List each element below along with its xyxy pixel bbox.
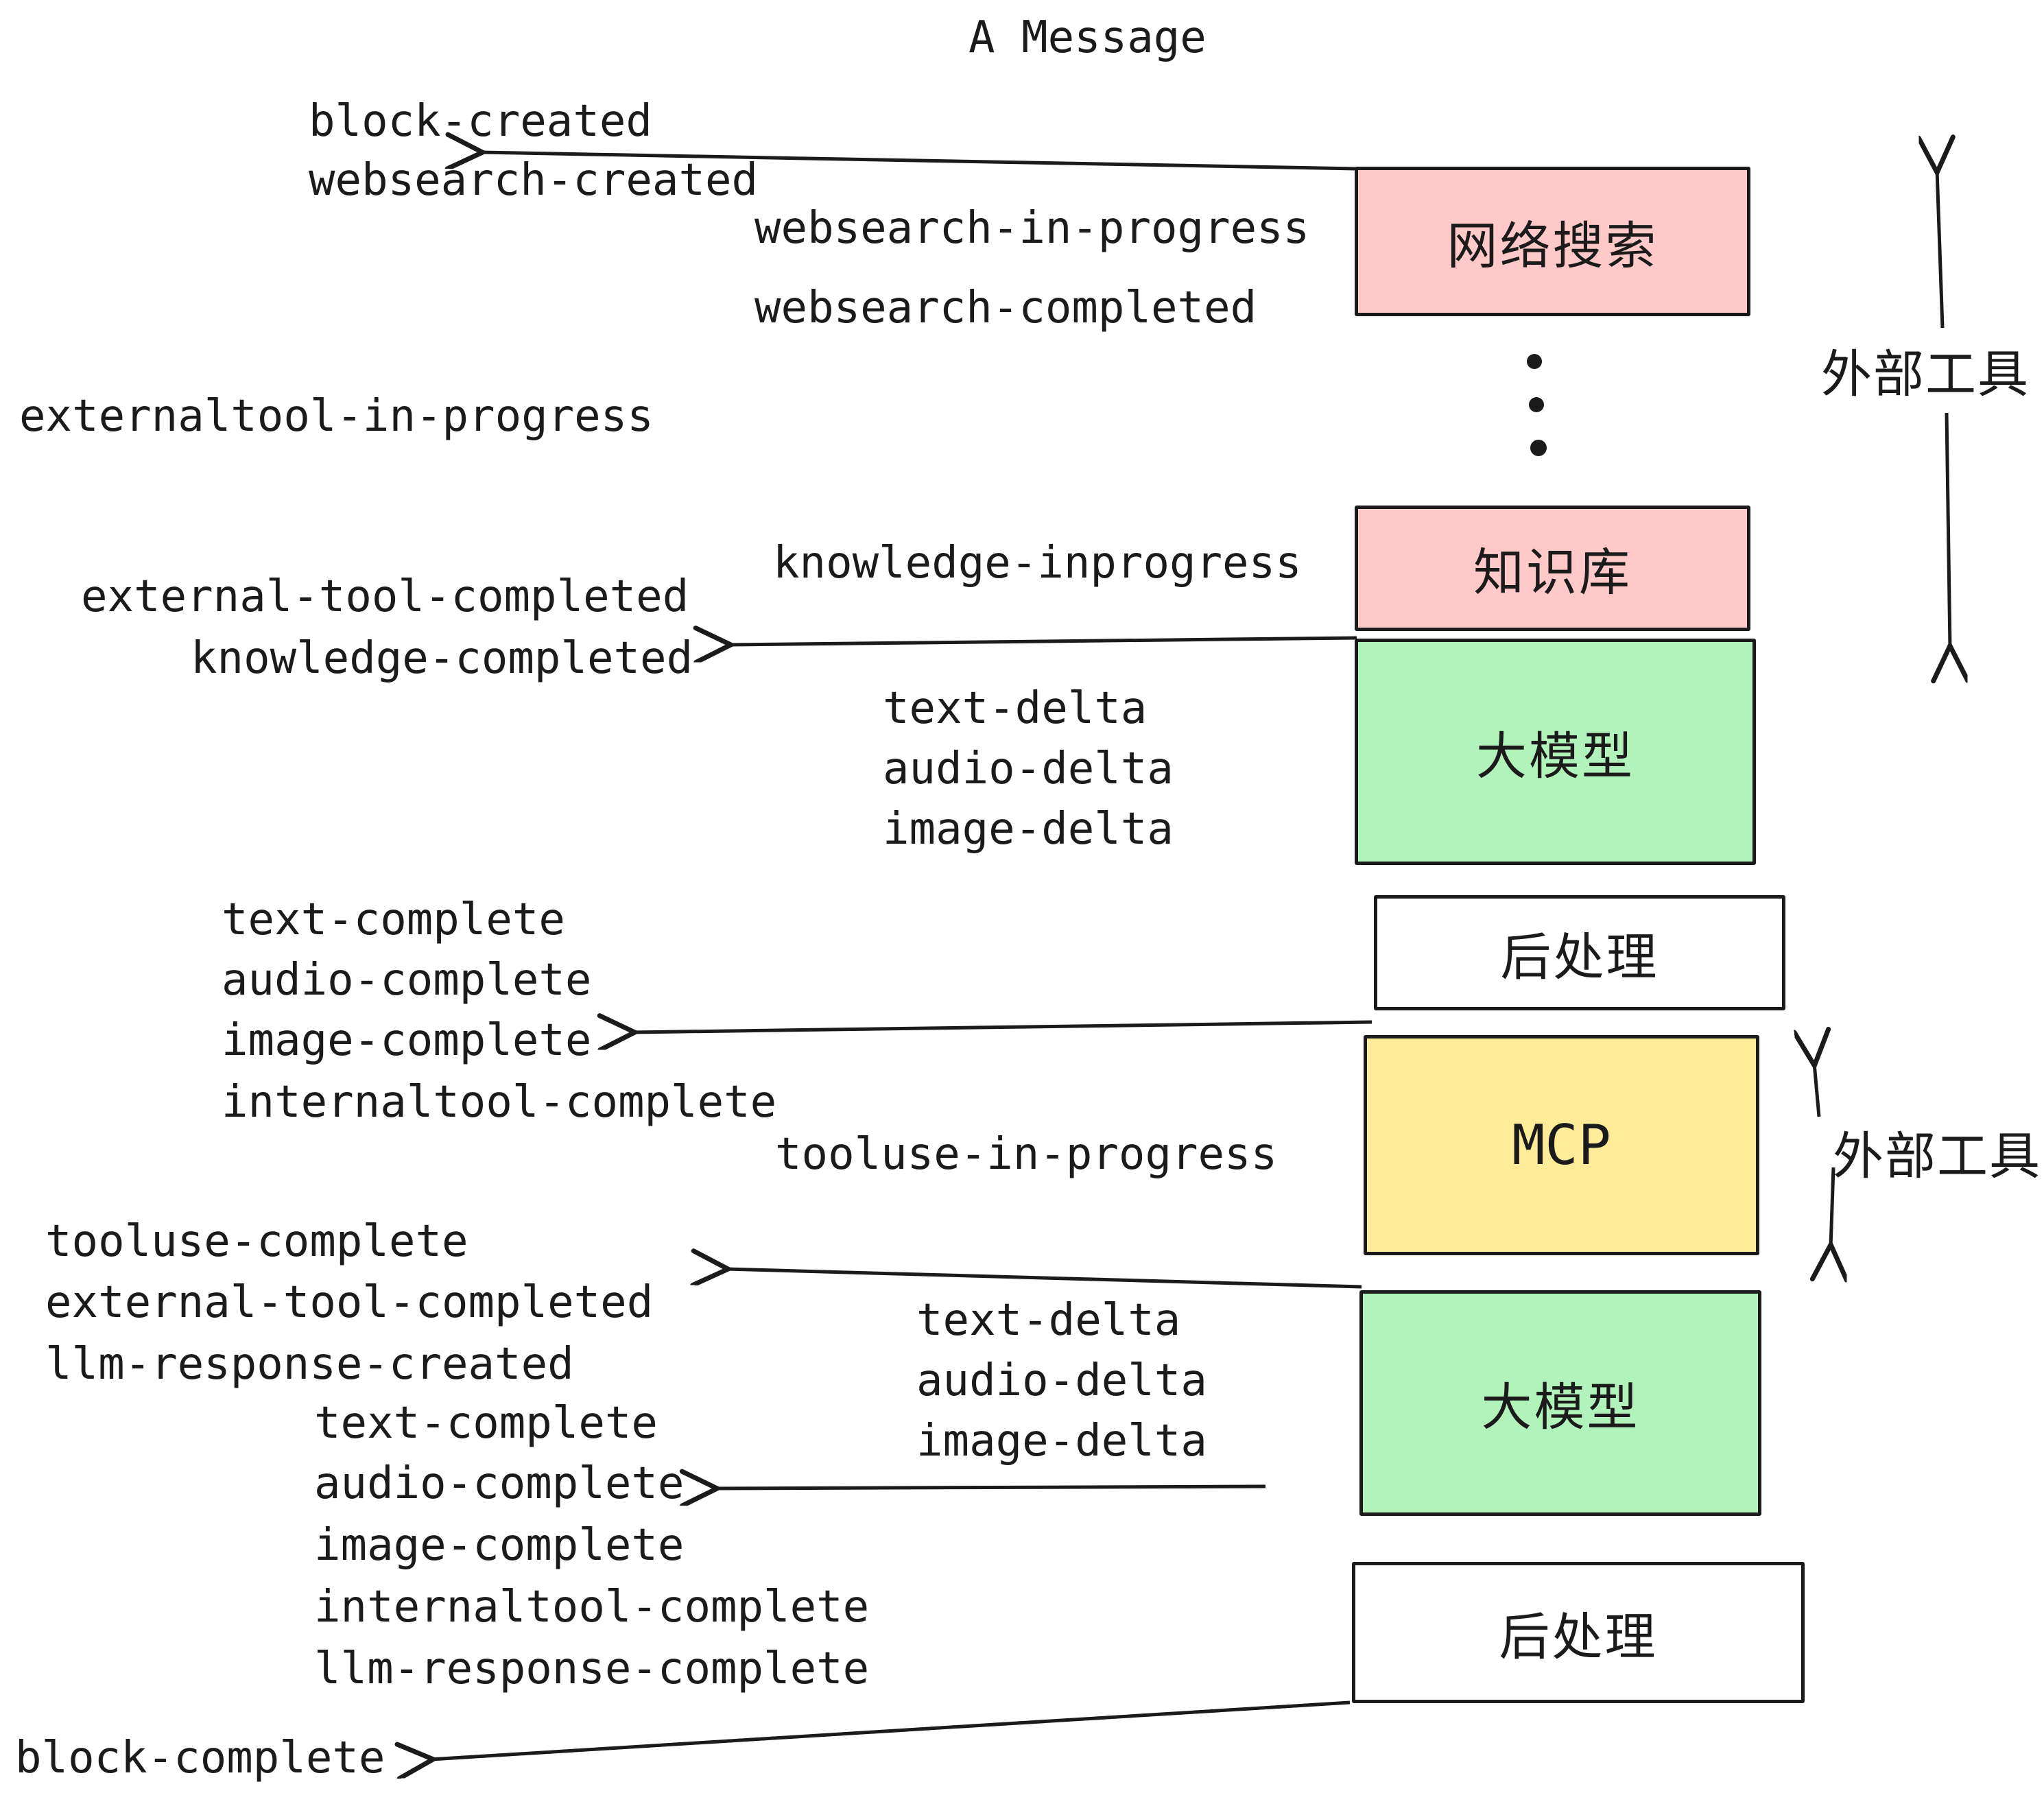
- box-postprocess-1-label: 后处理: [1500, 928, 1659, 986]
- event-tooluse-complete: tooluse-complete: [45, 1216, 468, 1267]
- box-websearch-label: 网络搜索: [1447, 217, 1659, 274]
- event-websearch-completed: websearch-completed: [754, 283, 1257, 333]
- external-tools-down-arrow-1: [1947, 412, 1950, 648]
- event-websearch-in-progress: websearch-in-progress: [754, 203, 1310, 254]
- event-text-complete-2: text-complete: [314, 1398, 658, 1449]
- external-tools-up-arrow-1: [1937, 170, 1942, 329]
- event-knowledge-inprogress: knowledge-inprogress: [773, 538, 1302, 589]
- event-text-delta-2: text-delta: [916, 1295, 1181, 1346]
- arrow-post2-to-block-complete: [431, 1700, 1351, 1759]
- external-tools-down-arrow-2: [1831, 1167, 1833, 1247]
- event-internaltool-complete-1: internaltool-complete: [222, 1077, 777, 1128]
- event-internaltool-complete-2: internaltool-complete: [314, 1582, 870, 1633]
- event-text-delta-1: text-delta: [883, 683, 1148, 734]
- arrow-websearch-to-block-created: [480, 152, 1357, 171]
- arrow-post1-to-image-complete: [632, 1022, 1372, 1032]
- event-audio-delta-2: audio-delta: [916, 1355, 1207, 1406]
- box-postprocess-2: 后处理: [1352, 1562, 1805, 1703]
- box-llm-2-label: 大模型: [1481, 1379, 1640, 1436]
- event-external-tool-completed-1: external-tool-completed: [81, 571, 689, 622]
- box-knowledge: 知识库: [1355, 506, 1750, 631]
- arrow-mcp-to-external-tool-completed: [726, 1269, 1362, 1289]
- arrow-llm2-to-audio-complete: [715, 1486, 1266, 1488]
- box-postprocess-2-label: 后处理: [1499, 1608, 1658, 1665]
- box-websearch: 网络搜索: [1355, 167, 1750, 316]
- box-knowledge-label: 知识库: [1473, 544, 1632, 601]
- external-tools-label-1: 外部工具: [1821, 346, 2030, 403]
- arrow-llm-to-knowledge-completed: [728, 638, 1357, 645]
- event-llm-response-complete: llm-response-complete: [314, 1643, 870, 1694]
- box-mcp: MCP: [1364, 1035, 1759, 1255]
- event-knowledge-completed: knowledge-completed: [191, 633, 693, 684]
- event-websearch-created: websearch-created: [309, 155, 759, 206]
- event-text-complete-1: text-complete: [222, 894, 565, 945]
- event-image-complete-2: image-complete: [314, 1520, 685, 1571]
- event-block-complete: block-complete: [15, 1733, 385, 1783]
- event-image-delta-1: image-delta: [883, 804, 1174, 855]
- external-tools-label-2: 外部工具: [1833, 1128, 2041, 1185]
- event-tooluse-in-progress: tooluse-in-progress: [775, 1129, 1278, 1180]
- box-llm-2: 大模型: [1359, 1290, 1761, 1516]
- event-audio-complete-1: audio-complete: [222, 955, 592, 1006]
- box-llm-1: 大模型: [1355, 639, 1756, 865]
- box-postprocess-1: 后处理: [1374, 895, 1785, 1010]
- event-external-tool-completed-2: external-tool-completed: [45, 1277, 654, 1328]
- vertical-ellipsis-dots: [1527, 354, 1547, 456]
- event-externaltool-in-progress: externaltool-in-progress: [19, 391, 654, 442]
- external-tools-up-arrow-2: [1814, 1063, 1819, 1117]
- box-llm-1-label: 大模型: [1476, 727, 1635, 785]
- event-image-complete-1: image-complete: [222, 1015, 592, 1066]
- box-mcp-label: MCP: [1512, 1113, 1611, 1177]
- event-image-delta-2: image-delta: [916, 1416, 1207, 1467]
- event-audio-delta-1: audio-delta: [883, 744, 1174, 794]
- event-audio-complete-2: audio-complete: [314, 1458, 685, 1509]
- event-llm-response-created: llm-response-created: [45, 1339, 574, 1390]
- diagram-title: A Message: [968, 12, 1207, 63]
- event-block-created: block-created: [309, 96, 652, 147]
